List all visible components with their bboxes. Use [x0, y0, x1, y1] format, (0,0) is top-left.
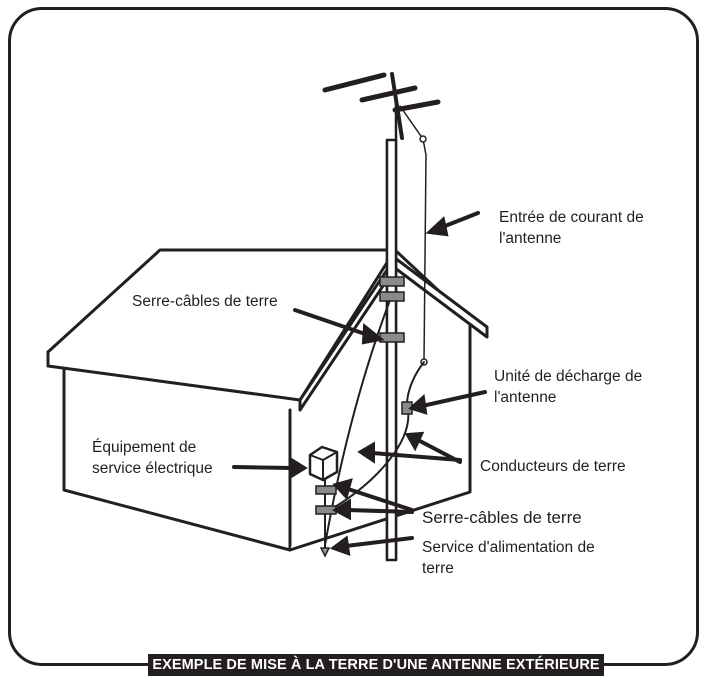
- antenna-element-top: [322, 72, 387, 93]
- label-line: Équipement de: [92, 439, 197, 456]
- label-grounding-conductors: Conducteurs de terre: [480, 458, 626, 475]
- arrow-clamps-top: [293, 308, 370, 337]
- arrow-conductors-b: [416, 438, 462, 464]
- grounding-conductor-2: [329, 361, 425, 511]
- house-left-wall: [62, 366, 292, 552]
- arrow-discharge: [420, 390, 487, 408]
- antenna-element-mid: [359, 85, 418, 103]
- mast-clamp: [379, 291, 405, 302]
- label-ground-clamps-top: Serre-câbles de terre: [132, 293, 278, 310]
- label-electric-equipment: Équipement de service électrique: [92, 437, 213, 479]
- ground-rod-tip: [319, 547, 331, 558]
- label-line: Unité de décharge de: [494, 368, 643, 385]
- arrow-conductors-a: [370, 451, 462, 462]
- arrow-power-ground: [344, 536, 414, 548]
- label-line: Service d'alimentation de: [422, 539, 595, 556]
- label-discharge-unit: Unité de décharge de l'antenne: [494, 366, 642, 408]
- arrow-equipment: [232, 465, 294, 470]
- figure-caption: EXEMPLE DE MISE À LA TERRE D'UNE ANTENNE…: [148, 654, 604, 676]
- label-line: terre: [422, 560, 454, 577]
- label-line: Entrée de courant de: [499, 209, 644, 226]
- arrow-clamps-bottom-b: [346, 508, 414, 514]
- wall-clamp: [315, 485, 337, 495]
- label-line: l'antenne: [499, 230, 562, 247]
- label-ground-clamps-bottom: Serre-câbles de terre: [422, 508, 582, 527]
- label-line: service électrique: [92, 460, 213, 477]
- arrow-clamps-bottom-a: [346, 487, 414, 512]
- mast-clamp: [379, 276, 405, 287]
- mast-clamp: [379, 332, 405, 343]
- label-antenna-lead-in: Entrée de courant de l'antenne: [499, 207, 644, 249]
- label-power-ground: Service d'alimentation de terre: [422, 537, 595, 579]
- lead-in-wire: [399, 105, 427, 363]
- label-line: l'antenne: [494, 389, 557, 406]
- arrow-lead-in: [438, 211, 480, 230]
